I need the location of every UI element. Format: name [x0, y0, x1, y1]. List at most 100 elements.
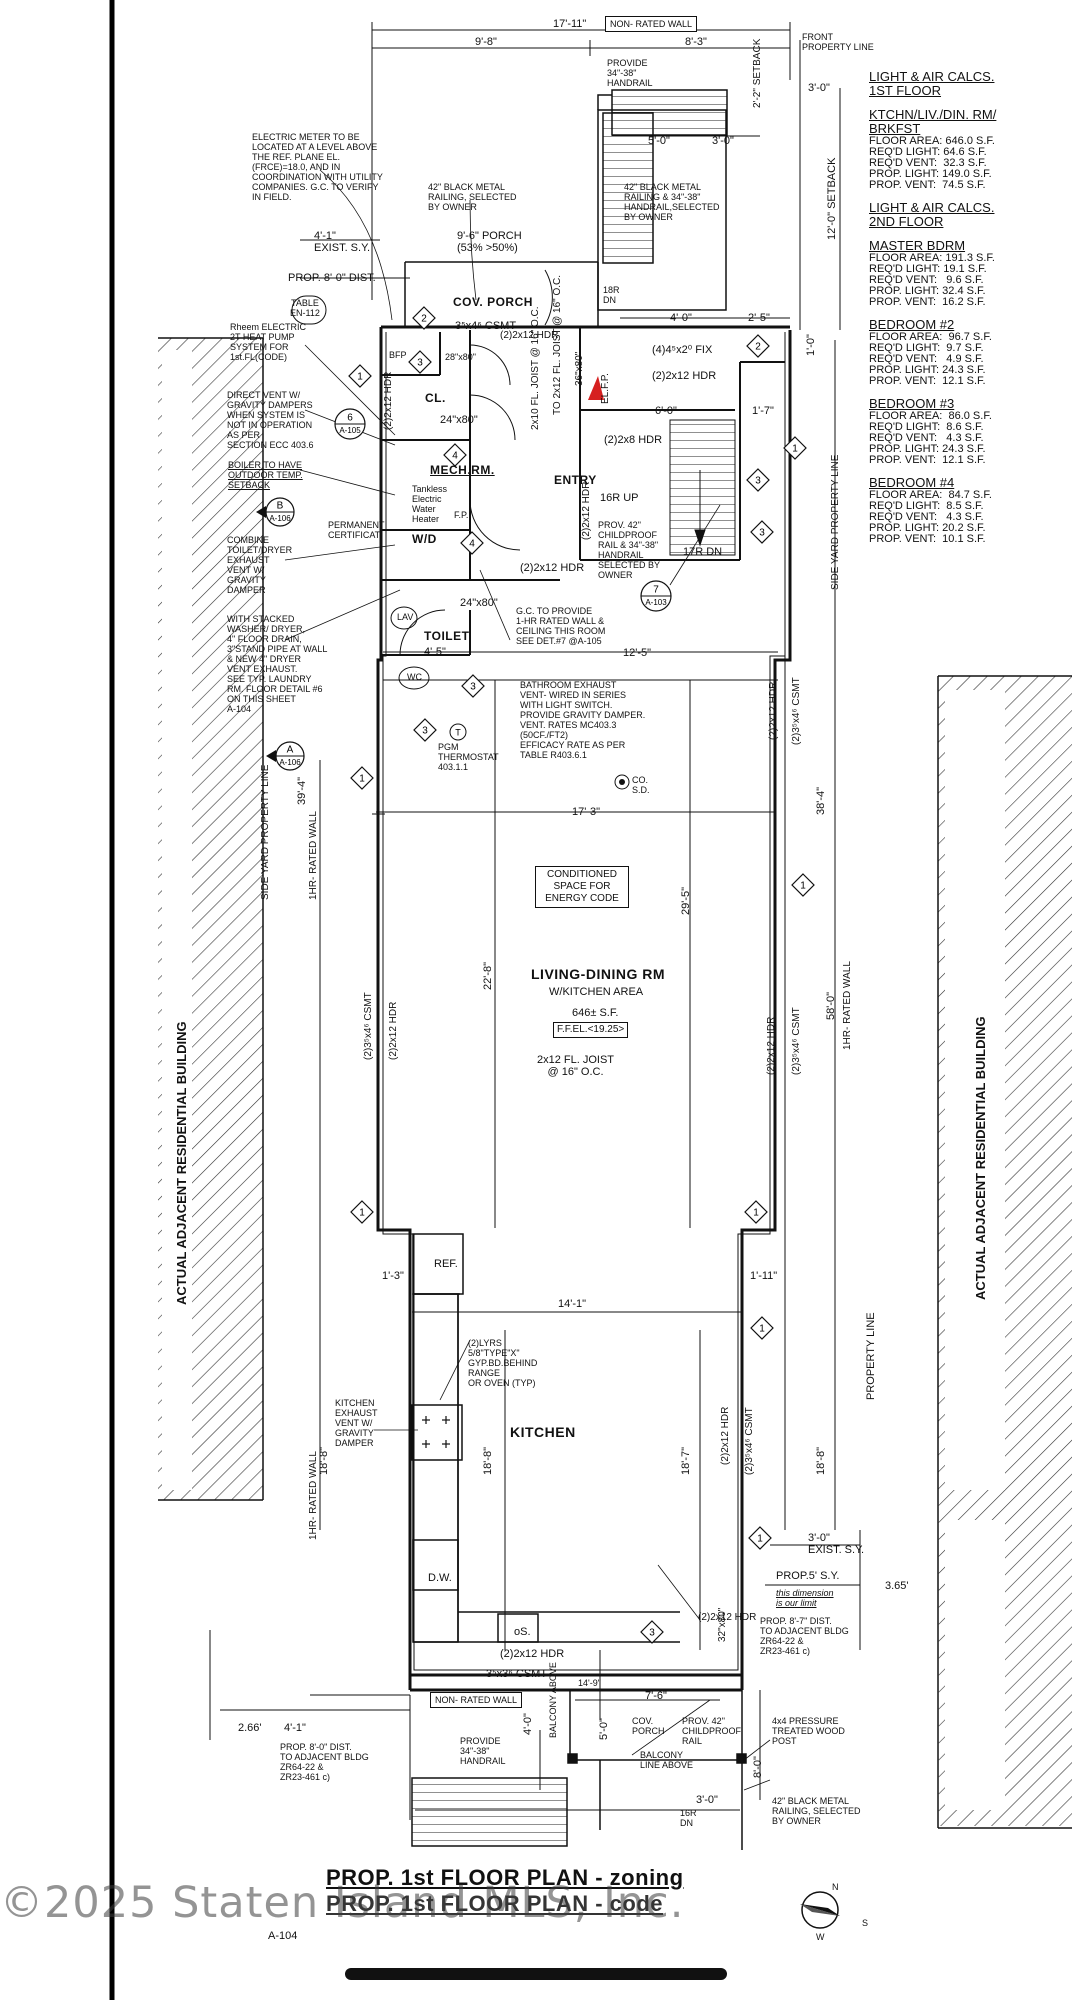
balcony-above-v: BALCONY ABOVE	[548, 1662, 558, 1738]
tag-text: 1	[792, 444, 798, 455]
calc-row: PROP. LIGHT: 24.3 S.F.	[869, 364, 986, 376]
csmt-r1: (2)3⁵x4⁶ CSMT	[791, 677, 802, 745]
calc-room-1: FLOOR AREA: 646.0 S.F.REQ'D LIGHT: 64.6 …	[869, 136, 1059, 191]
dim-exist-sy: 4'-1" EXIST. S.Y.	[314, 230, 371, 254]
room-living-area: 646± S.F.	[572, 1007, 619, 1019]
dim-prop-dist-r: PROP. 8'-7" DIST. TO ADJACENT BLDG ZR64-…	[760, 1616, 849, 1656]
wall-tag-2: 2	[412, 306, 436, 330]
rated-wall-r: 1HR- RATED WALL	[842, 961, 853, 1050]
room-os: oS.	[514, 1626, 531, 1638]
note-childproof: PROV. 42" CHILDPROOF RAIL & 34"-38" HAND…	[598, 520, 661, 580]
el-fp: EL.F.P.	[600, 373, 611, 404]
joist-top: 2x10 FL. JOIST @ 16" O.C.	[530, 306, 541, 430]
hdr-l1: (2)2x12 HDR	[388, 1001, 399, 1060]
home-indicator	[345, 1968, 727, 1980]
calc-row: REQ'D LIGHT: 8.5 S.F.	[869, 500, 984, 512]
dim-one-o: 1'-0"	[805, 334, 817, 356]
dim-top-total: 17'-11"	[553, 18, 587, 30]
note-gc-provide: G.C. TO PROVIDE 1-HR RATED WALL & CEILIN…	[516, 606, 606, 646]
wall-tag-3: 3	[461, 674, 485, 698]
dim-one-seven: 1'-7"	[752, 405, 774, 417]
room-dw: D.W.	[428, 1572, 452, 1584]
wall-tag-1: 1	[348, 364, 372, 388]
dim-fourteen-one: 14'-1"	[558, 1298, 587, 1310]
csmt-bot: 3⁵x3⁶ CSMT	[486, 1668, 548, 1680]
dim-eight-o-b: 8'-0"	[752, 1756, 764, 1778]
calc-row: FLOOR AREA: 96.7 S.F.	[869, 331, 992, 343]
room-ref: REF.	[434, 1258, 458, 1270]
leader-lines	[284, 169, 771, 1791]
room-wc: WC	[407, 672, 422, 682]
toilet-icon	[398, 666, 430, 690]
watermark: ©2025 Staten Island MLS, Inc.	[0, 1878, 685, 1928]
hdr-k2: (2)2x12 HDR	[698, 1612, 757, 1623]
wall-tag-3: 3	[408, 350, 432, 374]
tag-text: B	[277, 501, 284, 512]
calc-row: PROP. LIGHT: 149.0 S.F.	[869, 168, 992, 180]
dim-four-o-b: 4'-0"	[522, 1713, 534, 1735]
dim-setback-front: 2'-2" SETBACK	[752, 38, 763, 108]
dim-three-o-b: 3'-0"	[712, 135, 734, 147]
calc-row: REQ'D LIGHT: 64.6 S.F.	[869, 146, 987, 158]
room-kitchen: KITCHEN	[510, 1424, 576, 1440]
dim-prop-dist-bot: PROP. 8'-0" DIST. TO ADJACENT BLDG ZR64-…	[280, 1742, 369, 1782]
light-air-calcs: LIGHT & AIR CALCS. 1ST FLOOR KTCHN/LIV./…	[869, 70, 1059, 545]
note-railing-rear: 42" BLACK METAL RAILING, SELECTED BY OWN…	[772, 1796, 861, 1826]
adjacent-building-left	[158, 337, 264, 1501]
tag-text: 1	[800, 881, 806, 892]
dim-twelve-five: 12'-5"	[623, 647, 652, 659]
csmt-top: 3⁵x4⁶ CSMT	[455, 320, 517, 332]
calc-room-5-title: BEDROOM #4	[869, 475, 955, 490]
stair-16r-b: 16R DN	[680, 1808, 697, 1828]
tag-text: 3	[649, 1628, 655, 1639]
calc-row: REQ'D VENT: 4.3 S.F.	[869, 511, 984, 523]
dimension-lines	[209, 22, 861, 1820]
room-mech: MECH.RM.	[430, 463, 495, 477]
note-prov-childproof-b: PROV. 42" CHILDPROOF RAIL	[682, 1716, 742, 1746]
hdr-porch: (2)2x12 HDR	[500, 330, 559, 341]
room-rear-porch: COV. PORCH	[632, 1716, 665, 1736]
tag-text: A-105	[339, 426, 361, 435]
tag-text: 3	[417, 358, 423, 369]
adjacent-left: ACTUAL ADJACENT RESIDENTIAL BUILDING	[174, 1021, 189, 1305]
calc-row: FLOOR AREA: 646.0 S.F.	[869, 135, 995, 147]
dim-prop-dist-top: PROP. 8'-0" DIST.	[288, 272, 376, 284]
calc-header-2nd: LIGHT & AIR CALCS. 2ND FLOOR	[869, 200, 995, 229]
dim-four-five: 4'-5"	[424, 646, 446, 658]
dim-58: 58'-0"	[825, 991, 837, 1020]
wall-tag-3: 3	[640, 1620, 664, 1644]
room-lav: LAV	[397, 612, 414, 622]
door-24b: 24"x80"	[460, 597, 498, 609]
dim-one-three: 1'-3"	[382, 1270, 404, 1282]
note-railing-porch: 42" BLACK METAL RAILING, SELECTED BY OWN…	[428, 182, 517, 212]
hdr-k1: (2)2x12 HDR	[720, 1406, 731, 1465]
hdr-r2: (2)2x12 HDR	[766, 1016, 777, 1075]
note-bathroom-exhaust: BATHROOM EXHAUST VENT- WIRED IN SERIES W…	[520, 680, 646, 760]
calc-row: FLOOR AREA: 86.0 S.F.	[869, 410, 992, 422]
tag-text: A-106	[269, 514, 291, 523]
tag-text: 3	[422, 726, 428, 737]
dim-four-o: 4'-0"	[670, 312, 692, 324]
door-24: 24"x80"	[440, 414, 478, 426]
stair-17r: 17R DN	[683, 546, 723, 558]
calc-row: PROP. LIGHT: 20.2 S.F.	[869, 522, 986, 534]
note-rheem: Rheem ELECTRIC 2T HEAT PUMP SYSTEM FOR 1…	[230, 322, 307, 362]
calc-room-1-title: KTCHN/LIV./DIN. RM/ BRKFST	[869, 107, 997, 136]
calc-row: REQ'D VENT: 4.3 S.F.	[869, 432, 984, 444]
detail-ref: A-104	[268, 1930, 298, 1942]
section-marker-b: B A-106	[256, 497, 295, 527]
calc-row: PROP. LIGHT: 32.4 S.F.	[869, 285, 986, 297]
kitchen-counters	[411, 1233, 680, 1643]
dim-top-right: 8'-3"	[685, 36, 707, 48]
balcony-line-above: BALCONY LINE ABOVE	[640, 1750, 694, 1770]
note-provide-handrail-b: PROVIDE 34"-38" HANDRAIL	[460, 1736, 506, 1766]
dim-five-o: 5'-0"	[648, 135, 670, 147]
calc-row: REQ'D VENT: 9.6 S.F.	[869, 274, 984, 286]
fp-label: F.P.	[454, 510, 469, 520]
hdr-mid-v: (2)2x12 HDR	[581, 481, 592, 540]
tag-text: 1	[753, 1208, 759, 1219]
hdr-r1: (2)2x12 HDR	[768, 681, 779, 740]
tag-text: 1	[357, 372, 363, 383]
note-two-layers: (2)LYRS 5/8"TYPE"X" GYP.BD.BEHIND RANGE …	[468, 1338, 538, 1388]
